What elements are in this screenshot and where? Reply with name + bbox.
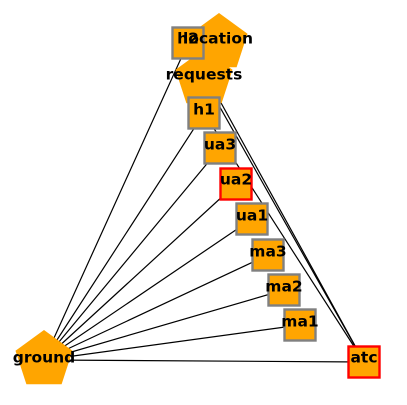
node-ma1-square-node-icon[interactable] xyxy=(283,308,317,342)
nodes-layer xyxy=(15,13,381,385)
node-ma3-square-node-icon[interactable] xyxy=(251,238,285,272)
node-atc-square-node-icon[interactable] xyxy=(347,345,381,379)
edge-ground-ua3 xyxy=(43,147,221,361)
edge-ground-ua2 xyxy=(43,183,237,361)
node-label-ma3: ma3 xyxy=(249,243,286,261)
edge-atc-requests xyxy=(203,78,365,363)
node-label-requests: requests xyxy=(166,66,243,84)
edge-ground-ma1 xyxy=(43,324,301,361)
node-requests-pentagon-node-icon[interactable] xyxy=(175,49,233,104)
node-ua2-square-node-icon[interactable] xyxy=(219,167,253,201)
node-ground-pentagon-node-icon[interactable] xyxy=(15,330,73,385)
node-label-ma1: ma1 xyxy=(281,313,318,331)
node-ma2-square-node-icon[interactable] xyxy=(267,273,301,307)
node-label-ua3: ua3 xyxy=(204,136,236,154)
edge-ground-h1 xyxy=(43,112,205,361)
labels-layer: location requests h2 h1 ua3 ua2 ua1 ma3 ma2 ma1 gr… xyxy=(13,30,378,367)
node-label-h2: h2 xyxy=(177,30,199,48)
edge-ground-ma3 xyxy=(43,254,269,361)
edge-ground-ma2 xyxy=(43,289,285,361)
edge-ground-h2 xyxy=(43,42,189,361)
node-h2-square-node-icon[interactable] xyxy=(171,26,205,60)
node-ua3-square-node-icon[interactable] xyxy=(203,131,237,165)
node-label-ua1: ua1 xyxy=(236,207,268,225)
node-label-location: location xyxy=(183,30,253,48)
node-label-ua2: ua2 xyxy=(220,171,252,189)
edge-ground-ua1 xyxy=(43,218,253,361)
node-label-ma2: ma2 xyxy=(265,278,302,296)
node-label-ground: ground xyxy=(13,349,76,367)
edge-ground-atc xyxy=(43,359,365,363)
node-label-h1: h1 xyxy=(193,101,215,119)
node-ua1-square-node-icon[interactable] xyxy=(235,202,269,236)
node-label-atc: atc xyxy=(350,349,377,367)
node-h1-square-node-icon[interactable] xyxy=(187,96,221,130)
